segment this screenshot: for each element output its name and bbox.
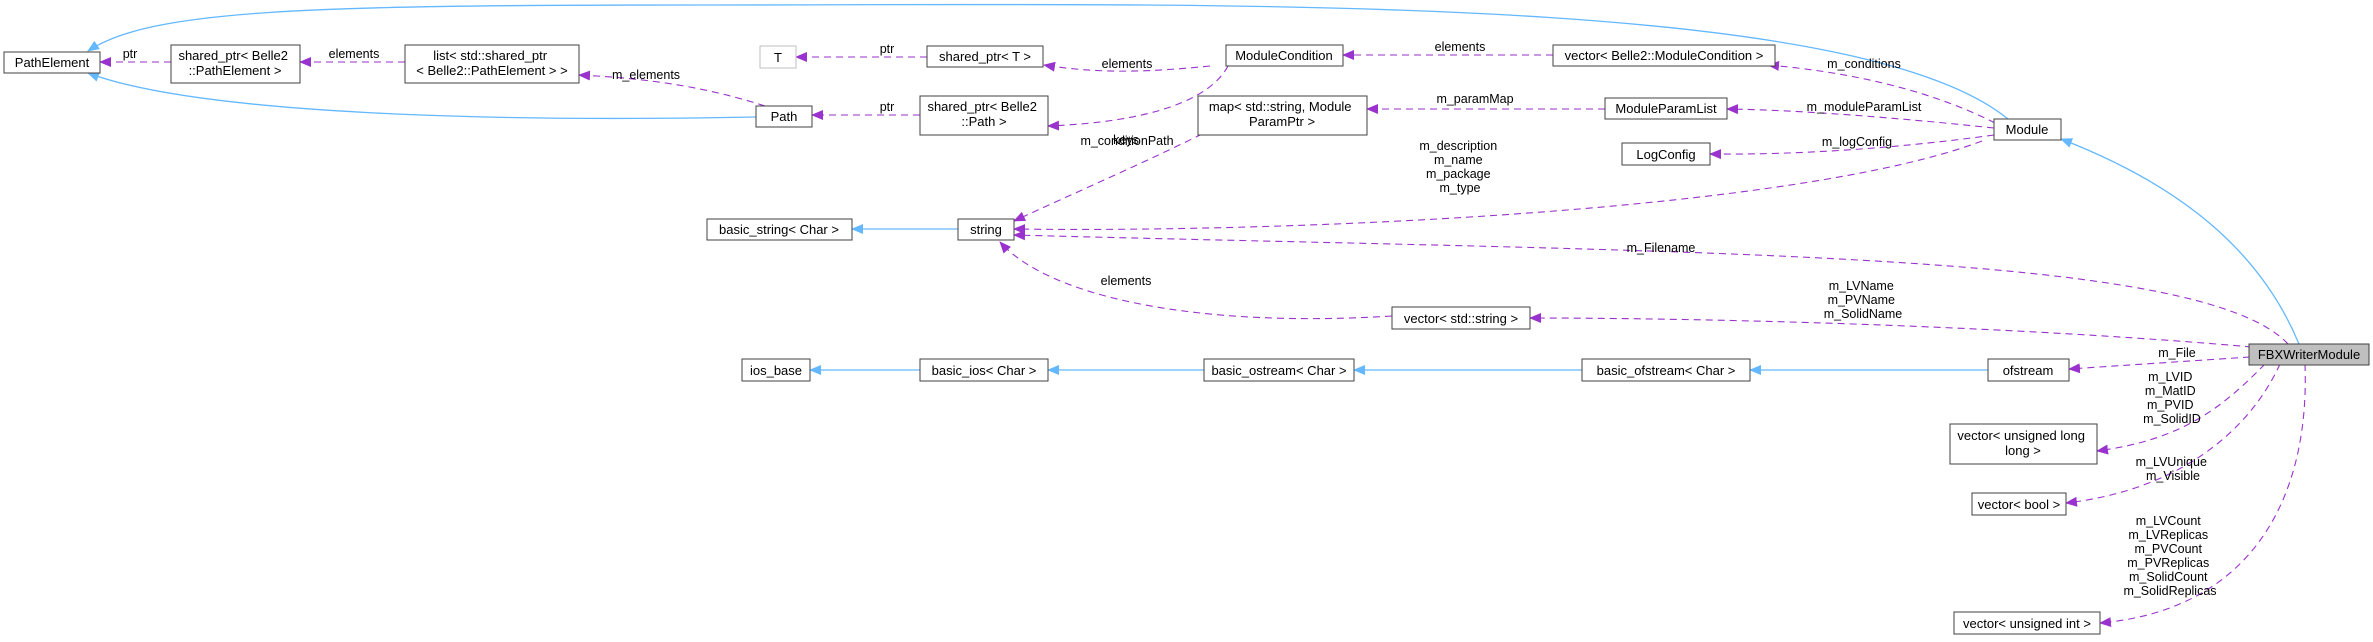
- edge-label-ptr-t: ptr: [880, 42, 895, 56]
- edge-label-m-condition-path: m_conditionPath: [1080, 134, 1173, 148]
- node-vector-bool[interactable]: vector< bool >: [1971, 492, 2067, 516]
- node-path[interactable]: Path: [755, 105, 813, 128]
- svg-text:PathElement: PathElement: [15, 55, 90, 70]
- node-ios-base[interactable]: ios_base: [741, 358, 811, 382]
- node-vector-unsigned-int[interactable]: vector< unsigned int >: [1953, 611, 2101, 635]
- edge-label-fbx-bools: m_LVUnique m_Visible: [2136, 455, 2211, 483]
- node-log-config[interactable]: LogConfig: [1621, 142, 1711, 166]
- node-basic-ios-char[interactable]: basic_ios< Char >: [919, 358, 1049, 382]
- svg-text:map< std::string, Module: map< std::string, Module ParamPtr >: [1209, 99, 1355, 129]
- edge-label-m-elements: m_elements: [612, 68, 680, 82]
- edge-label-fbx-counts: m_LVCount m_LVReplicas m_PVCount m_PVRep…: [2123, 514, 2216, 598]
- edge-module-to-module-param-list: [1726, 104, 1995, 129]
- node-basic-ofstream-char[interactable]: basic_ofstream< Char >: [1581, 358, 1751, 382]
- node-list-shared-ptr[interactable]: list< std::shared_ptr < Belle2::PathElem…: [404, 44, 580, 84]
- edge-module-to-path-element: [87, 3, 2009, 120]
- node-vector-module-condition[interactable]: vector< Belle2::ModuleCondition >: [1552, 44, 1776, 67]
- svg-text:vector< Belle2::ModuleConditio: vector< Belle2::ModuleCondition >: [1565, 48, 1764, 63]
- svg-text:T: T: [774, 50, 782, 65]
- svg-text:basic_ostream< Char >: basic_ostream< Char >: [1211, 363, 1346, 378]
- edge-vector-string-to-string: [999, 241, 1393, 320]
- edge-module-condition-to-shared-ptr-path: [1047, 65, 1229, 131]
- edge-label-m-file: m_File: [2158, 346, 2196, 360]
- node-ofstream[interactable]: ofstream: [1987, 358, 2070, 382]
- edge-label-m-param-map: m_paramMap: [1436, 92, 1513, 106]
- edge-module-to-string: [1013, 140, 1983, 235]
- node-string[interactable]: string: [957, 218, 1015, 241]
- edge-path-to-path-element: [87, 72, 757, 120]
- edge-fbx-writer-module-to-module: [2060, 138, 2300, 345]
- svg-text:list< std::shared_ptr: list< std::shared_ptr < Belle2::PathElem…: [416, 48, 567, 78]
- edge-module-condition-to-shared-ptr-t: [1043, 61, 1211, 72]
- edge-fbx-to-vector-uint: [2099, 363, 2306, 628]
- node-basic-ostream-char[interactable]: basic_ostream< Char >: [1203, 358, 1355, 382]
- svg-text:vector< bool >: vector< bool >: [1978, 497, 2060, 512]
- edge-label-m-conditions: m_conditions: [1827, 57, 1901, 71]
- node-basic-string-char[interactable]: basic_string< Char >: [706, 218, 853, 241]
- edge-label-module-strings: m_description m_name m_package m_type: [1419, 139, 1500, 195]
- node-module[interactable]: Module: [1993, 118, 2062, 141]
- svg-text:shared_ptr< Belle2 ::P: shared_ptr< Belle2 ::Path >: [927, 99, 1040, 129]
- edge-label-elements-list: elements: [329, 47, 380, 61]
- node-module-param-list[interactable]: ModuleParamList: [1604, 97, 1728, 120]
- svg-text:vector< std::string >: vector< std::string >: [1404, 311, 1518, 326]
- node-shared-ptr-path-element[interactable]: shared_ptr< Belle2 ::PathElement >: [170, 44, 301, 84]
- edge-label-keys: keys: [1113, 133, 1139, 147]
- node-fbx-writer-module[interactable]: FBXWriterModule: [2248, 343, 2370, 366]
- edge-label-m-module-param-list: m_moduleParamList: [1807, 100, 1922, 114]
- edge-module-to-log-config: [1709, 134, 1995, 160]
- edge-label-fbx-names: m_LVName m_PVName m_SolidName: [1824, 279, 1903, 321]
- edge-module-to-vector-mc: [1767, 60, 1996, 124]
- edge-fbx-to-ofstream: [2068, 356, 2251, 374]
- node-shared-ptr-path[interactable]: shared_ptr< Belle2 ::Path >: [919, 95, 1049, 136]
- svg-text:shared_ptr< Belle2 ::P: shared_ptr< Belle2 ::PathElement >: [178, 48, 291, 78]
- svg-text:Module: Module: [2006, 122, 2049, 137]
- node-t[interactable]: T: [759, 45, 797, 69]
- edge-fbx-to-vector-bool: [2065, 363, 2281, 507]
- edge-path-to-list: [578, 70, 766, 107]
- node-vector-unsigned-long-long[interactable]: vector< unsigned long long >: [1949, 423, 2098, 465]
- edge-fbx-to-vector-ulonglong: [2096, 363, 2266, 455]
- svg-text:vector< unsigned long: vector< unsigned long long >: [1957, 428, 2088, 458]
- edge-label-ptr-path-element: ptr: [123, 47, 138, 61]
- svg-text:ModuleParamList: ModuleParamList: [1615, 101, 1717, 116]
- node-module-condition[interactable]: ModuleCondition: [1225, 44, 1344, 67]
- svg-text:basic_string< Char >: basic_string< Char >: [719, 222, 839, 237]
- svg-text:ofstream: ofstream: [2003, 363, 2054, 378]
- svg-text:basic_ios< Char >: basic_ios< Char >: [932, 363, 1037, 378]
- svg-text:basic_ofstream< Char >: basic_ofstream< Char >: [1597, 363, 1736, 378]
- edge-label-fbx-ids: m_LVID m_MatID m_PVID m_SolidID: [2143, 370, 2201, 426]
- svg-text:FBXWriterModule: FBXWriterModule: [2258, 347, 2360, 362]
- edge-label-elements-vector-string: elements: [1101, 274, 1152, 288]
- edge-label-m-filename: m_Filename: [1627, 241, 1696, 255]
- edge-fbx-to-string: [1013, 230, 2289, 345]
- svg-text:shared_ptr< T >: shared_ptr< T >: [939, 49, 1031, 64]
- svg-text:string: string: [970, 222, 1002, 237]
- edge-label-elements-shared-ptr-t: elements: [1102, 57, 1153, 71]
- node-map-string-module-param[interactable]: map< std::string, Module ParamPtr >: [1197, 95, 1368, 136]
- edge-label-m-log-config: m_logConfig: [1822, 135, 1892, 149]
- node-path-element[interactable]: PathElement: [3, 51, 101, 74]
- svg-text:ios_base: ios_base: [750, 363, 802, 378]
- svg-text:Path: Path: [771, 109, 798, 124]
- svg-text:ModuleCondition: ModuleCondition: [1235, 48, 1333, 63]
- edge-fbx-to-vector-string: [1529, 313, 2253, 348]
- svg-text:vector< unsigned int >: vector< unsigned int >: [1963, 616, 2091, 631]
- node-vector-std-string[interactable]: vector< std::string >: [1391, 306, 1531, 330]
- edge-label-elements-module-condition: elements: [1435, 40, 1486, 54]
- edge-map-to-string: [1013, 133, 1203, 222]
- edge-label-ptr-path: ptr: [880, 100, 895, 114]
- svg-text:LogConfig: LogConfig: [1636, 147, 1695, 162]
- node-shared-ptr-t[interactable]: shared_ptr< T >: [926, 45, 1044, 68]
